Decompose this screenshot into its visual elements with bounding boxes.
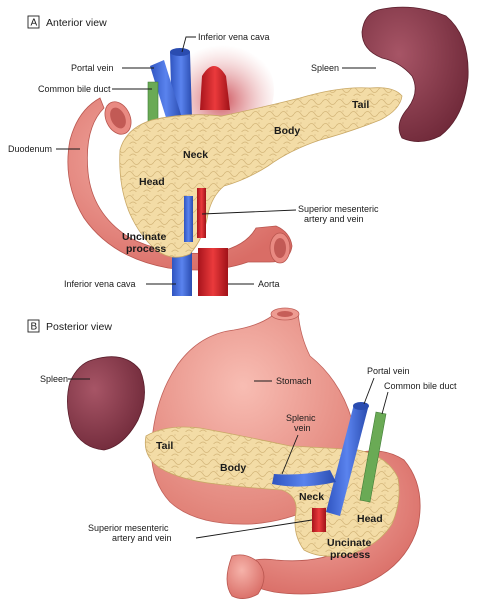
panel-b-title: Posterior view: [46, 321, 112, 333]
label-duodenum: Duodenum: [8, 144, 52, 154]
label-tail-a: Tail: [352, 99, 369, 111]
label-uncinate-a-1: Uncinate: [122, 231, 167, 243]
label-neck-a: Neck: [183, 149, 208, 161]
label-ivc-bottom: Inferior vena cava: [64, 279, 136, 289]
label-bile-duct-b: Common bile duct: [384, 381, 457, 391]
label-body-b: Body: [220, 462, 246, 474]
label-tail-b: Tail: [156, 440, 173, 452]
sm-artery-a: [197, 188, 206, 238]
label-splenic-vein-1: Splenic: [286, 413, 316, 423]
spleen-a: [362, 7, 468, 141]
label-head-b: Head: [357, 513, 383, 525]
label-portal-vein-b: Portal vein: [367, 366, 410, 376]
label-uncinate-b-1: Uncinate: [327, 537, 372, 549]
label-sma-b-1: Superior mesenteric: [88, 523, 169, 533]
label-uncinate-b-2: process: [330, 549, 370, 561]
label-head-a: Head: [139, 176, 165, 188]
label-sma-a-2: artery and vein: [304, 214, 364, 224]
esophagus-opening-inner: [277, 311, 293, 317]
label-uncinate-a-2: process: [126, 243, 166, 255]
label-aorta: Aorta: [258, 279, 280, 289]
ivc-top-opening: [170, 48, 190, 56]
panel-a-title: Anterior view: [46, 17, 107, 29]
panel-b-letter: B: [31, 322, 38, 333]
label-sma-b-2: artery and vein: [112, 533, 172, 543]
portal-vein-b-opening: [353, 402, 369, 410]
label-ivc-top: Inferior vena cava: [198, 32, 270, 42]
panel-a-letter: A: [31, 18, 38, 29]
aorta-lower: [198, 248, 228, 296]
spleen-b: [67, 357, 144, 450]
label-portal-vein-a: Portal vein: [71, 63, 114, 73]
sm-vein-a: [184, 196, 193, 242]
sm-vessels-b: [312, 508, 326, 532]
jejunum-opening-inner: [274, 238, 286, 258]
label-spleen-a: Spleen: [311, 63, 339, 73]
label-spleen-b: Spleen: [40, 374, 68, 384]
label-body-a: Body: [274, 125, 300, 137]
label-neck-b: Neck: [299, 491, 324, 503]
panel-b: B Posterior view Tail Body Neck Head Unc…: [28, 308, 457, 599]
panel-a: A Anterior view Tail Body Neck Head Un: [8, 7, 468, 296]
label-sma-a-1: Superior mesenteric: [298, 204, 379, 214]
label-splenic-vein-2: vein: [294, 423, 311, 433]
label-stomach: Stomach: [276, 376, 312, 386]
label-bile-duct-a: Common bile duct: [38, 84, 111, 94]
